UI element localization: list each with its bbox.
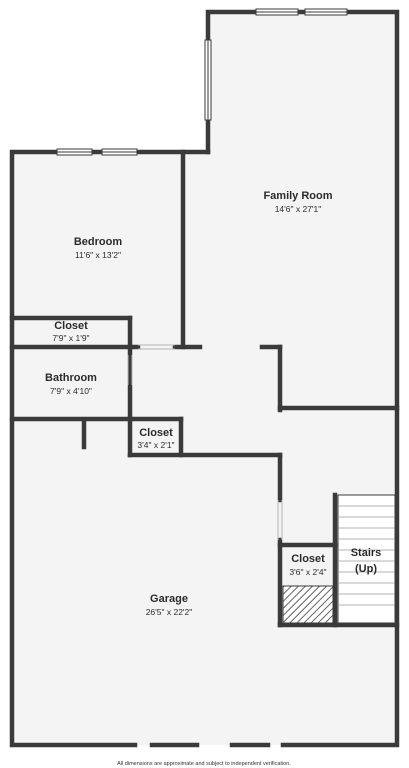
bedroom-name: Bedroom bbox=[74, 236, 123, 248]
bedroom-dims: 11'6" x 13'2" bbox=[75, 250, 121, 260]
garage-dims: 26'5" x 22'2" bbox=[146, 607, 193, 617]
bathroom-dims: 7'9" x 4'10" bbox=[50, 386, 92, 396]
stair-treads bbox=[337, 494, 396, 624]
hall-closet-dims: 3'4" x 2'1" bbox=[137, 440, 174, 450]
disclaimer-text: All dimensions are approximate and subje… bbox=[117, 761, 291, 767]
stairs-label: Stairs bbox=[351, 547, 382, 559]
garage-closet-dims: 3'6" x 2'4" bbox=[289, 567, 326, 577]
bedroom-closet-name: Closet bbox=[54, 320, 88, 332]
floor-area bbox=[12, 12, 397, 745]
bathroom-name: Bathroom bbox=[45, 372, 97, 384]
hall-closet-name: Closet bbox=[139, 427, 173, 439]
family-room-name: Family Room bbox=[263, 190, 332, 202]
garage-closet-name: Closet bbox=[291, 553, 325, 565]
garage-name: Garage bbox=[150, 593, 188, 605]
door-openings bbox=[127, 344, 283, 540]
stairs-direction-label: (Up) bbox=[355, 563, 377, 575]
bedroom-closet-dims: 7'9" x 1'9" bbox=[52, 333, 89, 343]
windows bbox=[56, 8, 348, 156]
hatched-utility-area bbox=[282, 585, 334, 624]
family-room-dims: 14'6" x 27'1" bbox=[275, 204, 322, 214]
